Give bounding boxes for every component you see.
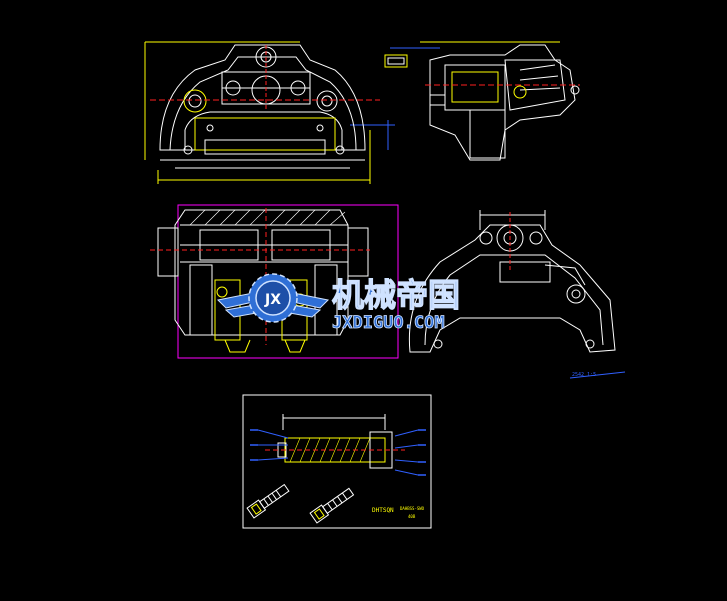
caliper-front-view [144, 41, 395, 184]
detail-sheet: DHTSQN DAHBSS-SWO 40B [242, 394, 432, 529]
view-note: 2542 1:5 [569, 371, 626, 379]
detail-title: DHTSQN [372, 507, 394, 514]
watermark-chinese: 机械帝国 [332, 276, 460, 314]
detail-ref: DAHBSS-SWO [400, 506, 425, 511]
caliper-side-view [384, 41, 580, 161]
detail-ref-2: 40B [408, 514, 416, 519]
view-note-text: 2542 1:5 [572, 372, 596, 378]
caliper-rear-view [408, 210, 616, 353]
watermark: JX 机械帝国 JXDIGUO.COM [216, 273, 461, 333]
watermark-gear-icon: JX [248, 273, 298, 323]
detail-sheet-border [242, 394, 432, 529]
watermark-logo-letters: JX [264, 292, 281, 308]
bolt-isometric-right [309, 487, 355, 524]
watermark-domain: JXDIGUO.COM [332, 313, 445, 333]
bolt-isometric-left [246, 483, 290, 519]
